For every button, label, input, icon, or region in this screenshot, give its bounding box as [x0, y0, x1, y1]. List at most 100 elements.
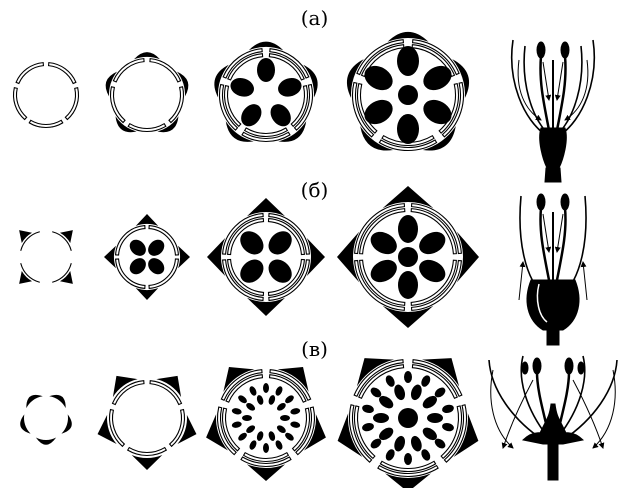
pistil: [398, 85, 418, 105]
row-b-stage-1: [19, 230, 73, 284]
petal-arc: [113, 59, 144, 82]
anther: [257, 58, 275, 82]
anther: [274, 385, 284, 397]
petal-arc: [65, 88, 78, 120]
anther: [398, 271, 418, 299]
anther: [284, 394, 296, 405]
anther: [397, 114, 419, 144]
row-b-stage-2: [104, 214, 190, 300]
row-c-stage-2: [98, 376, 197, 470]
sepal: [26, 395, 42, 408]
sepal: [247, 198, 285, 216]
anther: [280, 415, 290, 421]
sepal: [136, 288, 159, 300]
anther: [360, 95, 397, 129]
sepal: [49, 395, 65, 408]
sepal: [383, 186, 434, 208]
anther: [126, 236, 149, 259]
anther: [248, 439, 258, 451]
anther: [427, 413, 443, 423]
sepal: [388, 32, 429, 42]
petal-arc: [245, 128, 288, 136]
anther: [237, 431, 249, 442]
petal-arc: [16, 63, 43, 84]
pistil: [398, 408, 418, 428]
anther: [360, 61, 397, 95]
anther: [392, 383, 406, 401]
anther: [441, 422, 454, 432]
petal-arc: [29, 120, 62, 127]
row-a-stage-3: [214, 42, 317, 142]
petal-arc: [111, 87, 126, 123]
anther: [419, 61, 456, 95]
anther: [384, 448, 396, 462]
sepal: [178, 246, 190, 269]
anther: [384, 374, 396, 388]
sepal: [249, 42, 283, 51]
anther: [361, 404, 374, 414]
petal-arc: [128, 448, 167, 456]
anther: [276, 75, 304, 100]
row-b-stage-4: [337, 186, 479, 328]
sepal: [307, 238, 325, 276]
anther: [263, 443, 269, 453]
anther: [398, 215, 418, 243]
anther: [373, 413, 389, 423]
sepal: [383, 306, 434, 328]
anther: [231, 407, 242, 415]
anther: [267, 430, 276, 441]
anther: [419, 95, 456, 129]
sepal: [337, 232, 359, 283]
anther: [361, 422, 374, 432]
petal-arc: [150, 59, 181, 82]
anther: [441, 404, 454, 414]
anther: [284, 431, 296, 442]
anther: [256, 430, 265, 441]
anther: [237, 394, 249, 405]
petal-arc: [128, 124, 166, 132]
anther: [367, 255, 401, 286]
row-c-side-view: [489, 356, 617, 480]
sepal: [247, 298, 285, 316]
anther: [126, 255, 149, 278]
row-c-stage-3: [206, 367, 326, 481]
sepal: [104, 246, 116, 269]
row-c-stage-4: [338, 358, 479, 488]
anther: [420, 448, 432, 462]
row-a-stage-4: [347, 32, 469, 151]
row-a-stage-2: [106, 52, 189, 132]
anther: [415, 255, 449, 286]
anther: [248, 385, 258, 397]
anther: [409, 435, 423, 453]
row-c-stage-1: [20, 395, 72, 445]
sepal: [20, 414, 30, 433]
anther: [237, 100, 266, 130]
anther: [242, 415, 252, 421]
anther: [145, 236, 168, 259]
sepal: [36, 438, 56, 445]
sepal: [134, 52, 160, 59]
sepal: [61, 414, 71, 433]
anther: [276, 424, 288, 435]
anther: [245, 424, 257, 435]
anther: [367, 227, 401, 258]
anther: [266, 100, 295, 130]
petal-arc: [49, 63, 76, 84]
sepal: [132, 455, 163, 470]
anther: [404, 371, 412, 383]
anther: [290, 407, 301, 415]
anther: [267, 394, 276, 405]
anther: [245, 401, 257, 412]
sepal: [136, 214, 159, 226]
anther: [145, 255, 168, 278]
anther: [231, 421, 242, 429]
petal-arc: [14, 88, 27, 120]
sepal: [457, 232, 479, 283]
anther: [392, 435, 406, 453]
row-b-side-view: [519, 194, 587, 345]
petal-arc: [169, 87, 184, 123]
pistil: [398, 247, 418, 267]
anther: [276, 401, 288, 412]
anther: [420, 374, 432, 388]
